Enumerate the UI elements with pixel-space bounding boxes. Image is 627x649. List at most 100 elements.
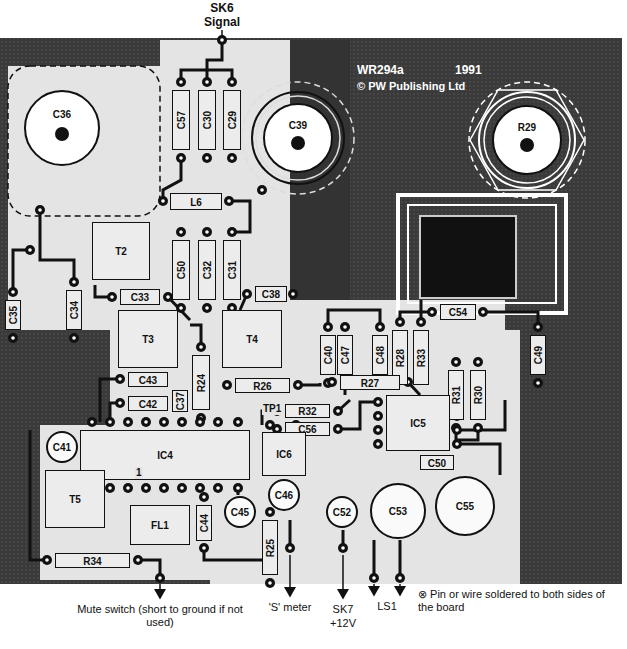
resistor-outline: R30 (470, 370, 486, 420)
resistor-outline: R34 (55, 553, 130, 568)
part-label: C42 (139, 398, 157, 409)
capacitor-outline: C44 (196, 505, 212, 541)
capacitor-outline: C42 (128, 396, 168, 411)
integrated-circuit: IC6 (262, 432, 306, 476)
resistor-outline: R31 (448, 370, 464, 420)
annotation: LS1 (377, 600, 397, 613)
capacitor-outline: C55 (435, 476, 495, 536)
solder-pads (8, 35, 543, 588)
part-label: C50 (176, 261, 187, 279)
capacitor-outline: C35 (5, 300, 21, 330)
part-label: T3 (142, 334, 154, 345)
capacitor-outline: C49 (530, 335, 546, 375)
capacitor-outline: C52 (326, 496, 358, 528)
annotation: SK7 (333, 603, 354, 616)
part-label: C52 (333, 507, 351, 518)
annotation: +12V (330, 617, 356, 630)
capacitor-outline: C34 (66, 290, 82, 330)
board-marking: © PW Publishing Ltd (357, 80, 465, 93)
part-label: IC6 (276, 449, 292, 460)
annotation: TP1 (262, 403, 282, 415)
capacitor-outline: C45 (224, 496, 256, 528)
transistor-outline: T4 (222, 310, 282, 368)
capacitor-outline: C50 (172, 240, 190, 300)
part-label: FL1 (151, 520, 169, 531)
part-label: R25 (265, 538, 276, 556)
board-marking: 1991 (455, 64, 482, 78)
capacitor-outline: C43 (128, 372, 168, 387)
part-label: C40 (323, 346, 334, 364)
part-label: C45 (231, 507, 249, 518)
mounting-hole (520, 138, 534, 152)
part-label: R33 (416, 348, 427, 366)
part-label: R30 (473, 386, 484, 404)
annotation: 1 (135, 467, 143, 479)
part-label: C41 (53, 442, 71, 453)
mounting-hole (291, 136, 305, 150)
leader-lines (160, 30, 400, 598)
capacitor-outline: C30 (198, 90, 216, 150)
capacitor-outline: C32 (198, 240, 216, 300)
resistor-outline: R25 (262, 520, 278, 575)
part-label: T2 (115, 246, 127, 257)
part-label: C33 (131, 292, 149, 303)
part-label: R27 (361, 377, 379, 388)
part-label: C36 (53, 108, 71, 119)
part-label: C47 (340, 346, 351, 364)
capacitor-outline: C31 (223, 240, 241, 300)
annotation: ⊗ Pin or wire soldered to both sides of … (418, 588, 618, 613)
part-label: C37 (175, 392, 186, 410)
capacitor-outline: C47 (337, 335, 353, 375)
part-label: C48 (375, 346, 386, 364)
part-label: C57 (176, 111, 187, 129)
resistor-outline: R29 (492, 105, 562, 175)
part-label: C29 (227, 111, 238, 129)
resistor-outline: R26 (235, 378, 290, 393)
capacitor-outline: C48 (372, 335, 388, 375)
part-label: IC4 (157, 450, 173, 461)
board-marking: WR294a (357, 64, 404, 78)
part-label: T4 (246, 334, 258, 345)
part-label: C55 (456, 501, 474, 512)
part-label: C50 (428, 457, 446, 468)
capacitor-outline: C41 (46, 431, 78, 463)
inductor-outline: L6 (170, 193, 222, 210)
part-label: C35 (8, 306, 19, 324)
copper-area (8, 40, 520, 584)
part-label: C43 (139, 374, 157, 385)
part-label: R24 (196, 373, 207, 391)
transistor-outline: T3 (118, 310, 178, 368)
connector-name: SK6 (210, 2, 233, 16)
capacitor-outline: C39 (263, 103, 333, 173)
transistor-outline: T2 (92, 222, 150, 280)
part-label: C49 (533, 346, 544, 364)
annotation: Mute switch (short to ground if not used… (75, 603, 245, 628)
part-label: C31 (227, 261, 238, 279)
resistor-outline: R32 (285, 404, 330, 418)
part-label: R28 (395, 348, 406, 366)
integrated-circuit: IC5 (386, 395, 450, 451)
capacitor-outline: C46 (268, 479, 300, 511)
filter-module: FL1 (130, 505, 190, 545)
part-label: R31 (451, 386, 462, 404)
outline (8, 66, 160, 216)
part-label: IC5 (410, 418, 426, 429)
capacitor-outline: C33 (120, 289, 160, 305)
board-ground (0, 38, 622, 584)
part-label: R26 (253, 380, 271, 391)
resistor-outline: R27 (340, 375, 400, 390)
part-label: C30 (202, 111, 213, 129)
part-label: T5 (69, 494, 81, 505)
part-label: R34 (83, 555, 101, 566)
part-label: C34 (69, 301, 80, 319)
mounting-hole (55, 127, 69, 141)
capacitor-outline: C38 (255, 286, 287, 302)
part-label: C53 (389, 506, 407, 517)
part-label: R29 (518, 121, 536, 132)
traces (13, 40, 538, 578)
part-label: C54 (449, 307, 467, 318)
resistor-outline: R24 (192, 355, 210, 410)
connector-name: Signal (204, 16, 240, 30)
capacitor-outline: C57 (172, 90, 190, 150)
